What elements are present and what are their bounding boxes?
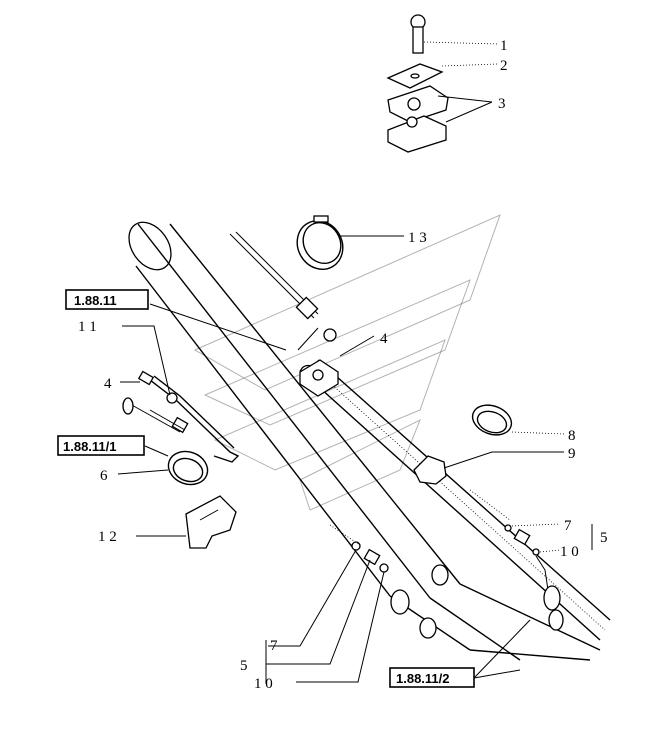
callout-10-bottom: 1 0 [254, 676, 273, 692]
saddle-block-part [185, 495, 237, 549]
reference-box-3[interactable]: 1.88.11/2 [389, 667, 475, 688]
reference-label-3[interactable]: 1.88.11/2 [396, 671, 450, 686]
callout-11: 1 1 [78, 319, 97, 335]
reference-label-1[interactable]: 1.88.11 [74, 293, 117, 308]
cylinder-rod [299, 359, 611, 641]
callout-4-top: 4 [380, 331, 388, 347]
hose-pipe-part [122, 370, 240, 463]
callout-8: 8 [568, 428, 576, 444]
reference-label-2[interactable]: 1.88.11/1 [63, 439, 117, 454]
leader-lines [117, 41, 593, 684]
fittings-left [329, 489, 511, 639]
clamp-8-part [471, 404, 513, 436]
rod-part [229, 231, 337, 342]
clamp-halves-part [387, 85, 449, 153]
callout-6: 6 [100, 468, 108, 484]
cylinder-tube [128, 221, 601, 661]
callout-labels: 1 2 3 1 3 4 1 1 4 6 1 2 8 9 7 5 1 0 7 5 … [78, 38, 608, 692]
callout-1: 1 [500, 38, 508, 54]
callout-12: 1 2 [98, 529, 117, 545]
callout-5-right: 5 [600, 530, 608, 546]
reference-box-2[interactable]: 1.88.11/1 [57, 435, 145, 456]
bracket-part [299, 359, 339, 397]
clamp-6-part [167, 450, 209, 486]
callout-3: 3 [498, 96, 506, 112]
half-clamp-part [413, 455, 447, 485]
callout-7-right: 7 [564, 518, 572, 534]
callout-5-bottom: 5 [240, 658, 248, 674]
fittings-right [504, 524, 564, 631]
hose-clamp-part [296, 215, 344, 270]
reference-box-1[interactable]: 1.88.11 [65, 289, 149, 310]
callout-9: 9 [568, 446, 576, 462]
callout-10-right: 1 0 [560, 544, 579, 560]
callout-2: 2 [500, 58, 508, 74]
bolt-part [410, 14, 426, 54]
watermark-logo [193, 214, 501, 511]
callout-4-left: 4 [104, 376, 112, 392]
callout-7-bottom: 7 [270, 638, 278, 654]
plate-part [386, 63, 444, 89]
callout-13: 1 3 [408, 230, 427, 246]
